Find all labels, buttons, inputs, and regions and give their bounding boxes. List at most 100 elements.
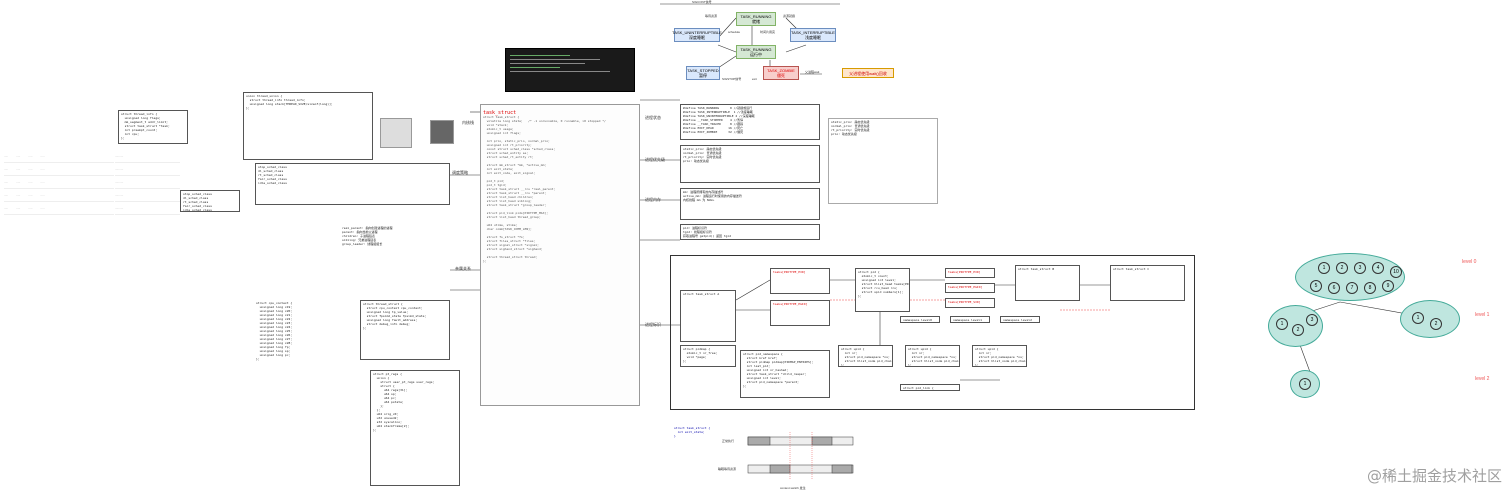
upid-struct-a: struct upid { int nr; struct pid_namespa… [838,345,893,367]
tree-node: 9 [1382,280,1394,292]
tree-node: 1 [1318,262,1330,274]
pt-regs-struct: struct pt_regs { union { struct user_pt_… [370,370,460,486]
edge-sigstop: SIGSTOP信号 [722,77,742,81]
tasks-pgid-label: tasks[PIDTYPE_PGID] [948,285,983,289]
state-uninterruptible: TASK_UNINTERRUPTIBLE 深度睡眠 [672,28,722,42]
watermark: @稀土掘金技术社区 [1366,467,1502,485]
prio-functions-code: static_prio: 静态优先级 normal_prio: 普通优先级 rt… [828,118,938,204]
table-row: ···················· [4,202,114,215]
state-running-active: TASK_RUNNING 运行中 [736,45,776,59]
pid-link-pgid: tasks[PIDTYPE_PGID] [770,300,830,326]
thread-struct: struct thread_struct { struct cpu_contex… [360,300,450,360]
task-struct-a: struct task_struct A [680,290,736,342]
tree-node: 1 [1299,378,1311,390]
edge-schedule: schedule [728,30,741,34]
upid-struct-c: struct upid { int nr; struct pid_namespa… [972,345,1027,367]
tree-node: 8 [1364,282,1376,294]
namespace-level2-box: namespace level2 [1000,316,1040,323]
tree-node: 1 [1412,312,1424,324]
table-row: ···················· [4,163,114,176]
pid-struct: struct pid { atomic_t count; unsigned in… [855,268,910,312]
kernel-stack-diagram [380,118,412,148]
table-row: ···················· [4,150,114,163]
edge-sigcont: SIGCONT信号 [692,0,712,4]
table-row: ·········· [115,150,180,163]
cpu-context-struct: struct cpu_context { unsigned long x19; … [254,300,354,368]
thread-union-struct: union thread_union { struct thread_info … [243,92,373,160]
task-c-title: struct task_struct C [1113,267,1150,271]
label-pid: 进程标识 [645,322,661,327]
tasks-pid-box: tasks[PIDTYPE_PID] [945,268,995,278]
pid-notes: pid: 进程标识符 tgid: 线程组标识符 获取进程号 getpid() 返… [680,224,820,240]
task-a-title: struct task_struct A [683,292,720,296]
label-memory: 进程内存 [645,197,661,202]
label-kernel-stack: 内核栈 [462,120,474,125]
level1-right-ellipse [1400,300,1460,338]
level-1-label: level 1 [1475,312,1490,318]
task-struct-c: struct task_struct C [1110,265,1185,301]
edge-wait-resource: 等待资源 [705,14,718,18]
state-zombie: TASK_ZOMBIE 僵死 [763,66,799,80]
table-row: ·········· [115,202,180,215]
tree-node: 4 [1372,262,1384,274]
timeline-caption: context switch 发生 [780,486,806,490]
memory-notes: mm: 进程所拥有的内存描述符 active_mm: 进程运行时使用的内存描述符… [680,188,820,220]
sched-class-struct: stop_sched_class dl_sched_class rt_sched… [255,163,450,205]
tree-node: 2 [1292,324,1304,336]
tree-node: 2 [1430,318,1442,330]
timeline-label-a: 正常执行 [722,439,735,443]
tree-node: 1 [1276,318,1288,330]
task-struct-body: struct task_struct { volatile long state… [483,115,606,263]
state-defines: #define TASK_RUNNING 0 //就绪或运行 #define T… [680,104,820,140]
task-b-title: struct task_struct B [1018,267,1055,271]
tree-node: 7 [1346,282,1358,294]
tree-node: 3 [1306,314,1318,326]
level2-ellipse [1290,370,1320,398]
tasks-pgid-box: tasks[PIDTYPE_PGID] [945,283,995,293]
relation-notes: real_parent: 指向创建进程的进程 parent: 指向当前父进程 c… [340,225,450,267]
priority-notes: static_prio: 静态优先级 normal_prio: 普通优先级 rt… [680,145,820,183]
label-scheduler: 调度策略 [452,170,468,175]
table-row: ···················· [4,189,114,202]
wait-queue-code: struct task_struct { int exit_state; } [672,425,732,445]
level-2-label: level 2 [1475,376,1490,382]
task-struct-b: struct task_struct B [1015,265,1080,301]
namespace-level0-box: namespace level0 [900,316,940,323]
state-stopped: TASK_STOPPED 暂停 [686,66,720,80]
sched-class-note: stop_sched_class dl_sched_class rt_sched… [180,190,240,212]
tree-node: 3 [1354,262,1366,274]
pid-namespace-struct: struct pid_namespace { struct kref kref;… [740,350,830,398]
level-0-label: level 0 [1462,259,1477,265]
pid-structure-frame [670,255,1195,410]
pid-link-pid: tasks[PIDTYPE_PID] [770,268,830,294]
pid-link-pid-title: tasks[PIDTYPE_PID] [773,270,806,274]
label-priority: 进程优先级 [645,157,665,162]
state-running-ready: TASK_RUNNING 就绪 [736,12,776,26]
task-struct-title: task_struct [483,110,517,116]
edge-parent-wait: 父进程wait [805,70,820,74]
stack-block-icon [430,120,454,144]
state-exit-reaped: 父进程使用wait()回收 [842,68,894,78]
upid-struct-b: struct upid { int nr; struct pid_namespa… [905,345,960,367]
pid-link-pgid-title: tasks[PIDTYPE_PGID] [773,302,808,306]
tree-node: 5 [1310,280,1322,292]
state-interruptible: TASK_INTERRUPTIBLE 浅度睡眠 [790,28,836,42]
tree-node: 6 [1328,282,1340,294]
tasks-pid-label: tasks[PIDTYPE_PID] [948,270,981,274]
pid-hash-node: struct pid_link { struct hlist_node node… [900,384,960,391]
task-struct-code-panel: task_struct struct task_struct { volatil… [480,104,640,406]
namespace-level1-box: namespace level1 [950,316,990,323]
tasks-sid-box: tasks[PIDTYPE_SID] [945,298,995,308]
table-row: ·········· [115,189,180,202]
tree-node: 10 [1390,266,1402,278]
edge-resource-ready: 资源就绪 [783,14,796,18]
terminal-screenshot [505,48,635,92]
left-summary-table: ···················· ···················… [4,150,114,215]
left-summary-table-2: ·········· ·········· ·········· ·······… [115,150,180,215]
edge-preempt: 时间片用完 [760,30,776,34]
table-row: ···················· [4,176,114,189]
label-state: 进程状态 [645,115,661,120]
thread-info-struct: struct thread_info { unsigned long flags… [118,110,188,144]
pidmap-struct: struct pidmap { atomic_t nr_free; void *… [680,345,736,367]
